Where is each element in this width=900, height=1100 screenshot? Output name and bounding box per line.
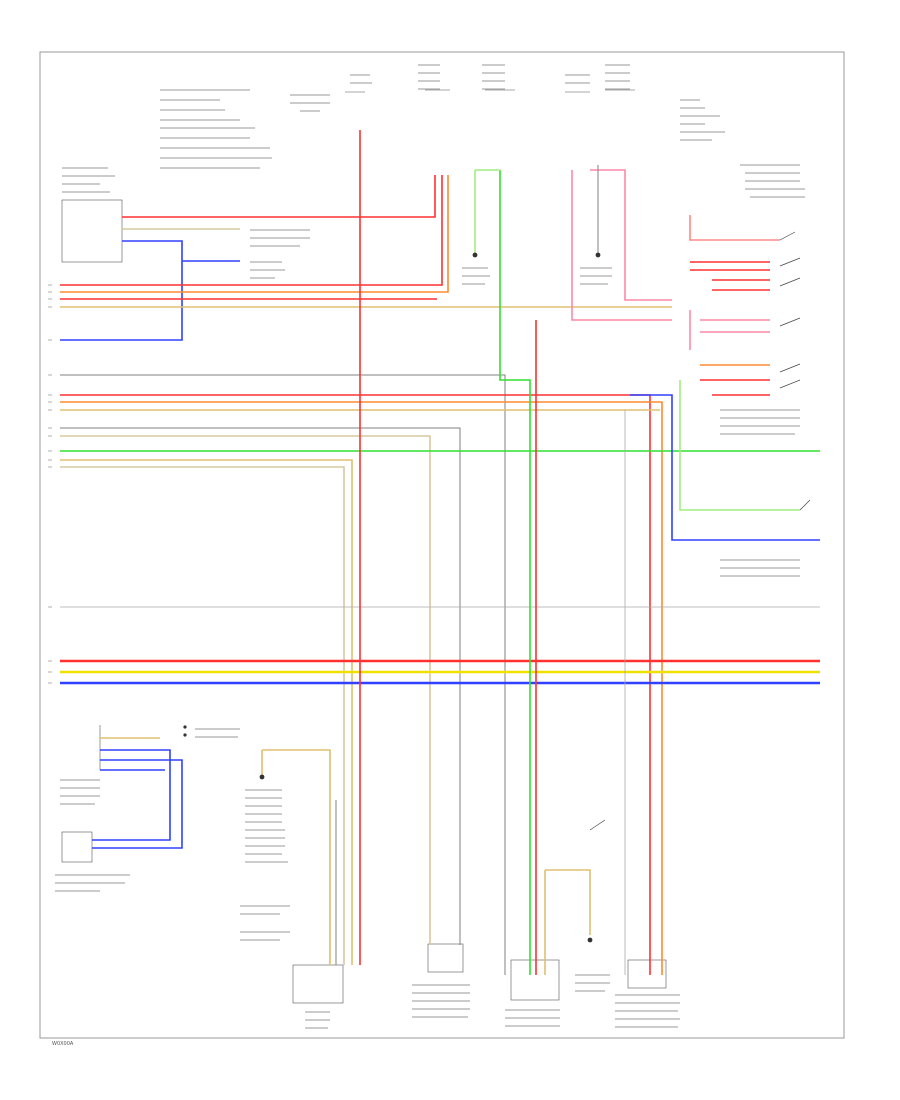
wire-tan-box xyxy=(262,749,331,965)
bottom-module-1-box xyxy=(292,964,344,1004)
wire-tan-vert-h xyxy=(545,869,591,935)
wire-gray-row9 xyxy=(60,427,461,945)
wire-green-vert-b xyxy=(499,170,531,975)
wire-red-top xyxy=(122,175,436,218)
wire-pink-vert xyxy=(571,170,672,321)
ground-dot-3 xyxy=(587,937,593,943)
wire-blue-right xyxy=(630,394,820,541)
left-pin-ticks xyxy=(48,284,52,684)
wire-gray-row5 xyxy=(60,374,506,975)
ground-dot-6 xyxy=(183,733,187,737)
left-module-box xyxy=(61,199,123,263)
wire-tan-row12 xyxy=(60,459,353,965)
ground-dot-1 xyxy=(472,252,478,258)
ground-dot-4 xyxy=(259,774,265,780)
ground-dot-5 xyxy=(183,725,187,729)
top-connectors xyxy=(61,89,667,1004)
wire-blue-left xyxy=(60,240,183,341)
horizontal-wires xyxy=(60,175,820,975)
bottom-module-2-box xyxy=(427,943,464,973)
wire-green-right xyxy=(679,380,800,511)
wire-orange-row2 xyxy=(60,175,449,293)
right-connector-stubs xyxy=(689,215,780,396)
wire-tan-row10 xyxy=(60,435,431,945)
label-marks xyxy=(55,64,805,1029)
bottom-left-switch xyxy=(92,737,183,849)
switch-symbols xyxy=(589,231,811,831)
wire-tan-row13 xyxy=(60,466,345,965)
diagram-frame xyxy=(39,51,845,1039)
diagram-code: W0X00A xyxy=(52,1041,74,1047)
wire-pink-upper xyxy=(590,169,672,301)
switch-box xyxy=(61,831,93,863)
terminal-dots xyxy=(183,252,601,943)
bottom-module-3-box xyxy=(510,959,560,1001)
wire-red-row6 xyxy=(60,394,651,975)
wire-orange-row7 xyxy=(60,401,663,975)
vertical-wires xyxy=(261,130,820,975)
wire-red-row1 xyxy=(60,175,443,286)
bottom-module-4-box xyxy=(627,959,667,989)
ground-dot-2 xyxy=(595,252,601,258)
